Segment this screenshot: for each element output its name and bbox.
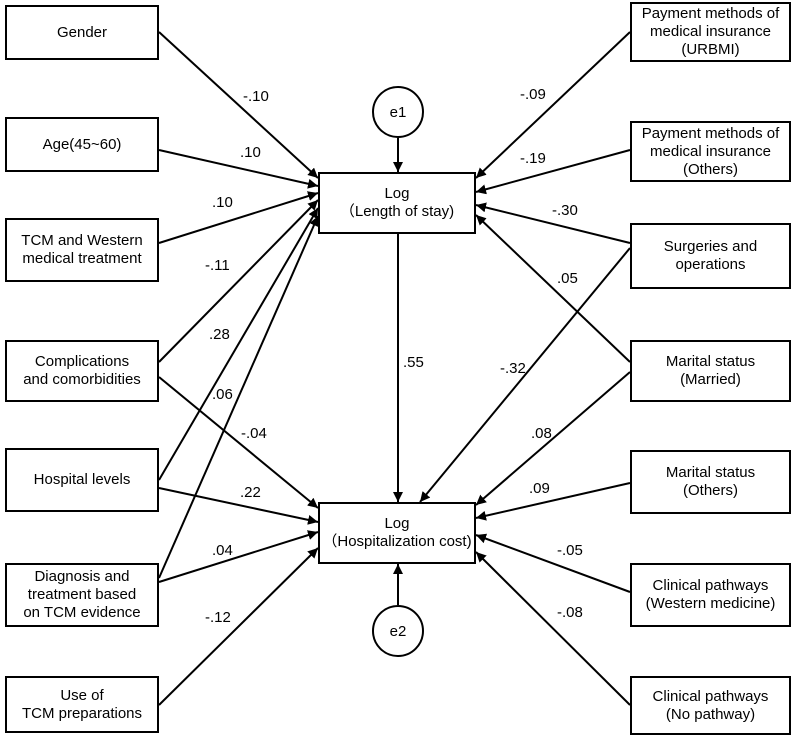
box-surgeries: Surgeries and operations xyxy=(630,223,791,289)
box-payment-urbmi: Payment methods of medical insurance (UR… xyxy=(630,2,791,62)
arrow-diagnosis-to-los xyxy=(158,215,319,579)
coef-marital-others-cost: .09 xyxy=(529,480,550,497)
box-log-hospitalization-cost: Log （Hospitalization cost) xyxy=(318,502,476,564)
arrow-urbmi-to-los xyxy=(475,31,631,179)
arrow-age-to-los xyxy=(158,149,319,189)
arrow-married-to-los xyxy=(475,214,631,363)
arrow-hospital-to-los xyxy=(158,207,319,481)
box-complications: Complications and comorbidities xyxy=(5,340,159,402)
arrow-marital-others-to-cost xyxy=(475,482,631,521)
box-marital-others: Marital status (Others) xyxy=(630,450,791,514)
coef-hospital-los: .28 xyxy=(209,326,230,343)
box-pathway-none: Clinical pathways (No pathway) xyxy=(630,676,791,735)
error-e1: e1 xyxy=(372,86,424,138)
arrow-surgeries-to-los xyxy=(475,202,631,244)
coef-preparations-cost: -.12 xyxy=(205,609,231,626)
arrow-tcm-western-to-los xyxy=(158,191,319,244)
box-tcm-preparations: Use of TCM preparations xyxy=(5,676,159,733)
arrow-gender-to-los xyxy=(158,31,319,179)
coef-tcm-western-los: .10 xyxy=(212,194,233,211)
coef-age-los: .10 xyxy=(240,144,261,161)
arrow-complications-to-cost xyxy=(158,376,319,509)
arrow-married-to-cost xyxy=(475,371,631,506)
box-marital-married: Marital status (Married) xyxy=(630,340,791,402)
box-age: Age(45~60) xyxy=(5,117,159,172)
box-log-length-of-stay: Log （Length of stay) xyxy=(318,172,476,234)
coef-hospital-cost: .22 xyxy=(240,484,261,501)
arrow-hospital-to-cost xyxy=(158,487,319,525)
arrow-surgeries-to-cost xyxy=(419,247,631,503)
arrow-complications-to-los xyxy=(158,199,319,363)
arrow-diagnosis-to-cost xyxy=(158,530,319,583)
box-diagnosis-tcm: Diagnosis and treatment based on TCM evi… xyxy=(5,563,159,627)
coef-complications-cost: -.04 xyxy=(241,425,267,442)
coef-pathway-none-cost: -.08 xyxy=(557,604,583,621)
arrow-payment-others-to-los xyxy=(475,149,631,195)
coef-diagnosis-cost: .04 xyxy=(212,542,233,559)
arrow-pathway-none-to-cost xyxy=(475,551,631,706)
coef-surgeries-los: -.30 xyxy=(552,202,578,219)
box-hospital-levels: Hospital levels xyxy=(5,448,159,512)
error-e2: e2 xyxy=(372,605,424,657)
coef-pathway-western-cost: -.05 xyxy=(557,542,583,559)
coef-urbmi-los: -.09 xyxy=(520,86,546,103)
box-payment-others: Payment methods of medical insurance (Ot… xyxy=(630,121,791,182)
arrow-preparations-to-cost xyxy=(158,547,319,706)
box-tcm-western: TCM and Western medical treatment xyxy=(5,218,159,282)
coef-gender-los: -.10 xyxy=(243,88,269,105)
coef-los-cost: .55 xyxy=(403,354,424,371)
arrow-pathway-western-to-cost xyxy=(475,533,631,593)
coef-diagnosis-los: .06 xyxy=(212,386,233,403)
coef-payment-others-los: -.19 xyxy=(520,150,546,167)
coef-married-cost: .08 xyxy=(531,425,552,442)
box-gender: Gender xyxy=(5,5,159,60)
coef-surgeries-cost: -.32 xyxy=(500,360,526,377)
box-pathway-western: Clinical pathways (Western medicine) xyxy=(630,563,791,627)
coef-complications-los: -.11 xyxy=(205,257,230,274)
coef-married-los: .05 xyxy=(557,270,578,287)
